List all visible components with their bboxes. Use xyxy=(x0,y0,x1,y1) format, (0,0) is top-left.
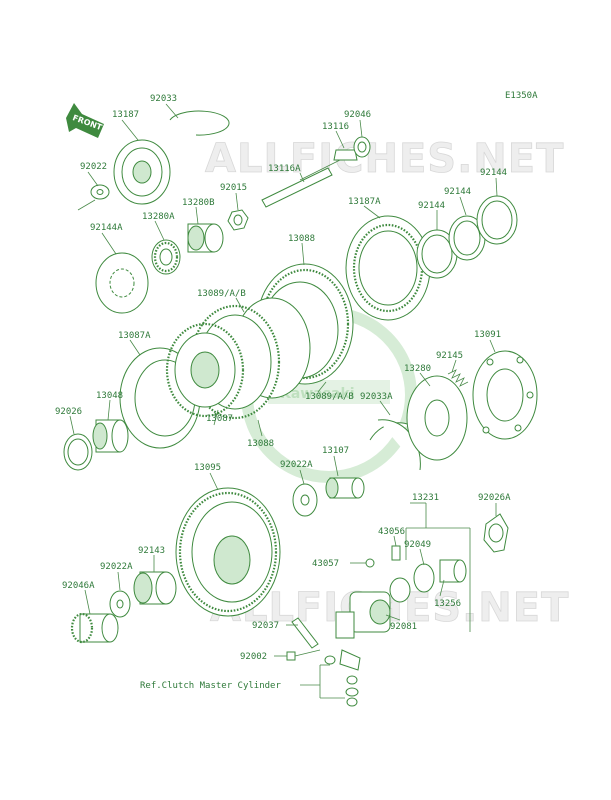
label-13088-lower: 13088 xyxy=(247,439,274,449)
label-92002: 92002 xyxy=(240,652,267,662)
clutch-hub-13087-part xyxy=(119,322,245,449)
pushrod-13116-part xyxy=(299,136,371,181)
spring-rings-92144-part xyxy=(416,195,518,279)
diagram-code: E1350A xyxy=(505,91,538,101)
label-13091: 13091 xyxy=(474,330,501,340)
clutch-housing-13095-part xyxy=(175,487,281,617)
gasket-92026A-part xyxy=(483,513,509,553)
label-92046: 92046 xyxy=(344,110,371,120)
needle-bearing-92046A-part xyxy=(70,612,119,644)
label-92046A: 92046A xyxy=(62,581,95,591)
friction-plate-13187A-part xyxy=(345,215,431,321)
label-13048: 13048 xyxy=(96,391,123,401)
label-92143: 92143 xyxy=(138,546,165,556)
label-43056: 43056 xyxy=(378,527,405,537)
label-92144-1: 92144 xyxy=(418,201,445,211)
washer-92022A-lower-part xyxy=(109,590,131,618)
label-13089AB-lower: 13089/A/B xyxy=(305,392,354,402)
label-92144-2: 92144 xyxy=(444,187,471,197)
label-13088: 13088 xyxy=(288,234,315,244)
label-92015: 92015 xyxy=(220,183,247,193)
fittings-part xyxy=(324,649,361,707)
clip-92037-part xyxy=(291,617,319,649)
label-92145: 92145 xyxy=(436,351,463,361)
label-13256: 13256 xyxy=(434,599,461,609)
release-assembly-13231-part xyxy=(335,559,467,639)
bearing-13280A-part xyxy=(151,239,181,275)
label-92144A: 92144A xyxy=(90,223,123,233)
label-92026A: 92026A xyxy=(478,493,511,503)
label-13116: 13116 xyxy=(322,122,349,132)
label-43057: 43057 xyxy=(312,559,339,569)
svg-text:Kawasaki: Kawasaki xyxy=(280,386,355,402)
circlip-part xyxy=(169,110,230,136)
label-92022A-lower: 92022A xyxy=(100,562,133,572)
label-13231: 13231 xyxy=(412,493,439,503)
label-13087A: 13087A xyxy=(118,331,151,341)
front-arrow-icon: FRONT xyxy=(66,103,104,138)
label-92022A: 92022A xyxy=(280,460,313,470)
label-92022: 92022 xyxy=(80,162,107,172)
label-13187A: 13187A xyxy=(348,197,381,207)
label-92026: 92026 xyxy=(55,407,82,417)
rod-13116A-part xyxy=(261,167,333,208)
label-92033A: 92033A xyxy=(360,392,393,402)
label-92049: 92049 xyxy=(404,540,431,550)
sleeve-13107-part xyxy=(325,477,365,499)
spring-92145-part xyxy=(447,369,469,387)
label-13107: 13107 xyxy=(322,446,349,456)
watermark-top: ALLFICHES.NET xyxy=(205,136,564,182)
label-13116A: 13116A xyxy=(268,164,301,174)
part-labels: 92033 13187 92022 92144A 13280A 13280B 9… xyxy=(55,94,511,662)
ring-92026-part xyxy=(63,433,93,471)
bolt-92002-part xyxy=(286,649,321,661)
label-92081: 92081 xyxy=(390,622,417,632)
bleeder-43056-part xyxy=(365,545,401,568)
spring-plate-92144A-part xyxy=(95,252,149,314)
collar-92143-part xyxy=(133,571,177,605)
clutch-plates-stack-part xyxy=(189,263,354,420)
label-13089AB: 13089/A/B xyxy=(197,289,246,299)
washer-92022A-part xyxy=(292,483,318,517)
reference-note: Ref.Clutch Master Cylinder xyxy=(140,681,281,691)
plate-13187-part xyxy=(113,139,171,205)
label-92144-3: 92144 xyxy=(480,168,507,178)
label-13187: 13187 xyxy=(112,110,139,120)
label-13280B: 13280B xyxy=(182,198,215,208)
sleeve-13048-part xyxy=(92,419,129,453)
nut-92015-part xyxy=(227,209,249,231)
label-13280: 13280 xyxy=(404,364,431,374)
label-92033: 92033 xyxy=(150,94,177,104)
pressure-plate-13091-part xyxy=(472,350,538,440)
lifter-plate-13280-part xyxy=(406,375,468,461)
bearing-13280B-part xyxy=(187,223,224,253)
label-13095: 13095 xyxy=(194,463,221,473)
leader-lines xyxy=(69,103,498,699)
label-13280A: 13280A xyxy=(142,212,175,222)
label-13087: 13087 xyxy=(206,414,233,424)
washer-92022-part xyxy=(90,184,110,200)
label-92037: 92037 xyxy=(252,621,279,631)
